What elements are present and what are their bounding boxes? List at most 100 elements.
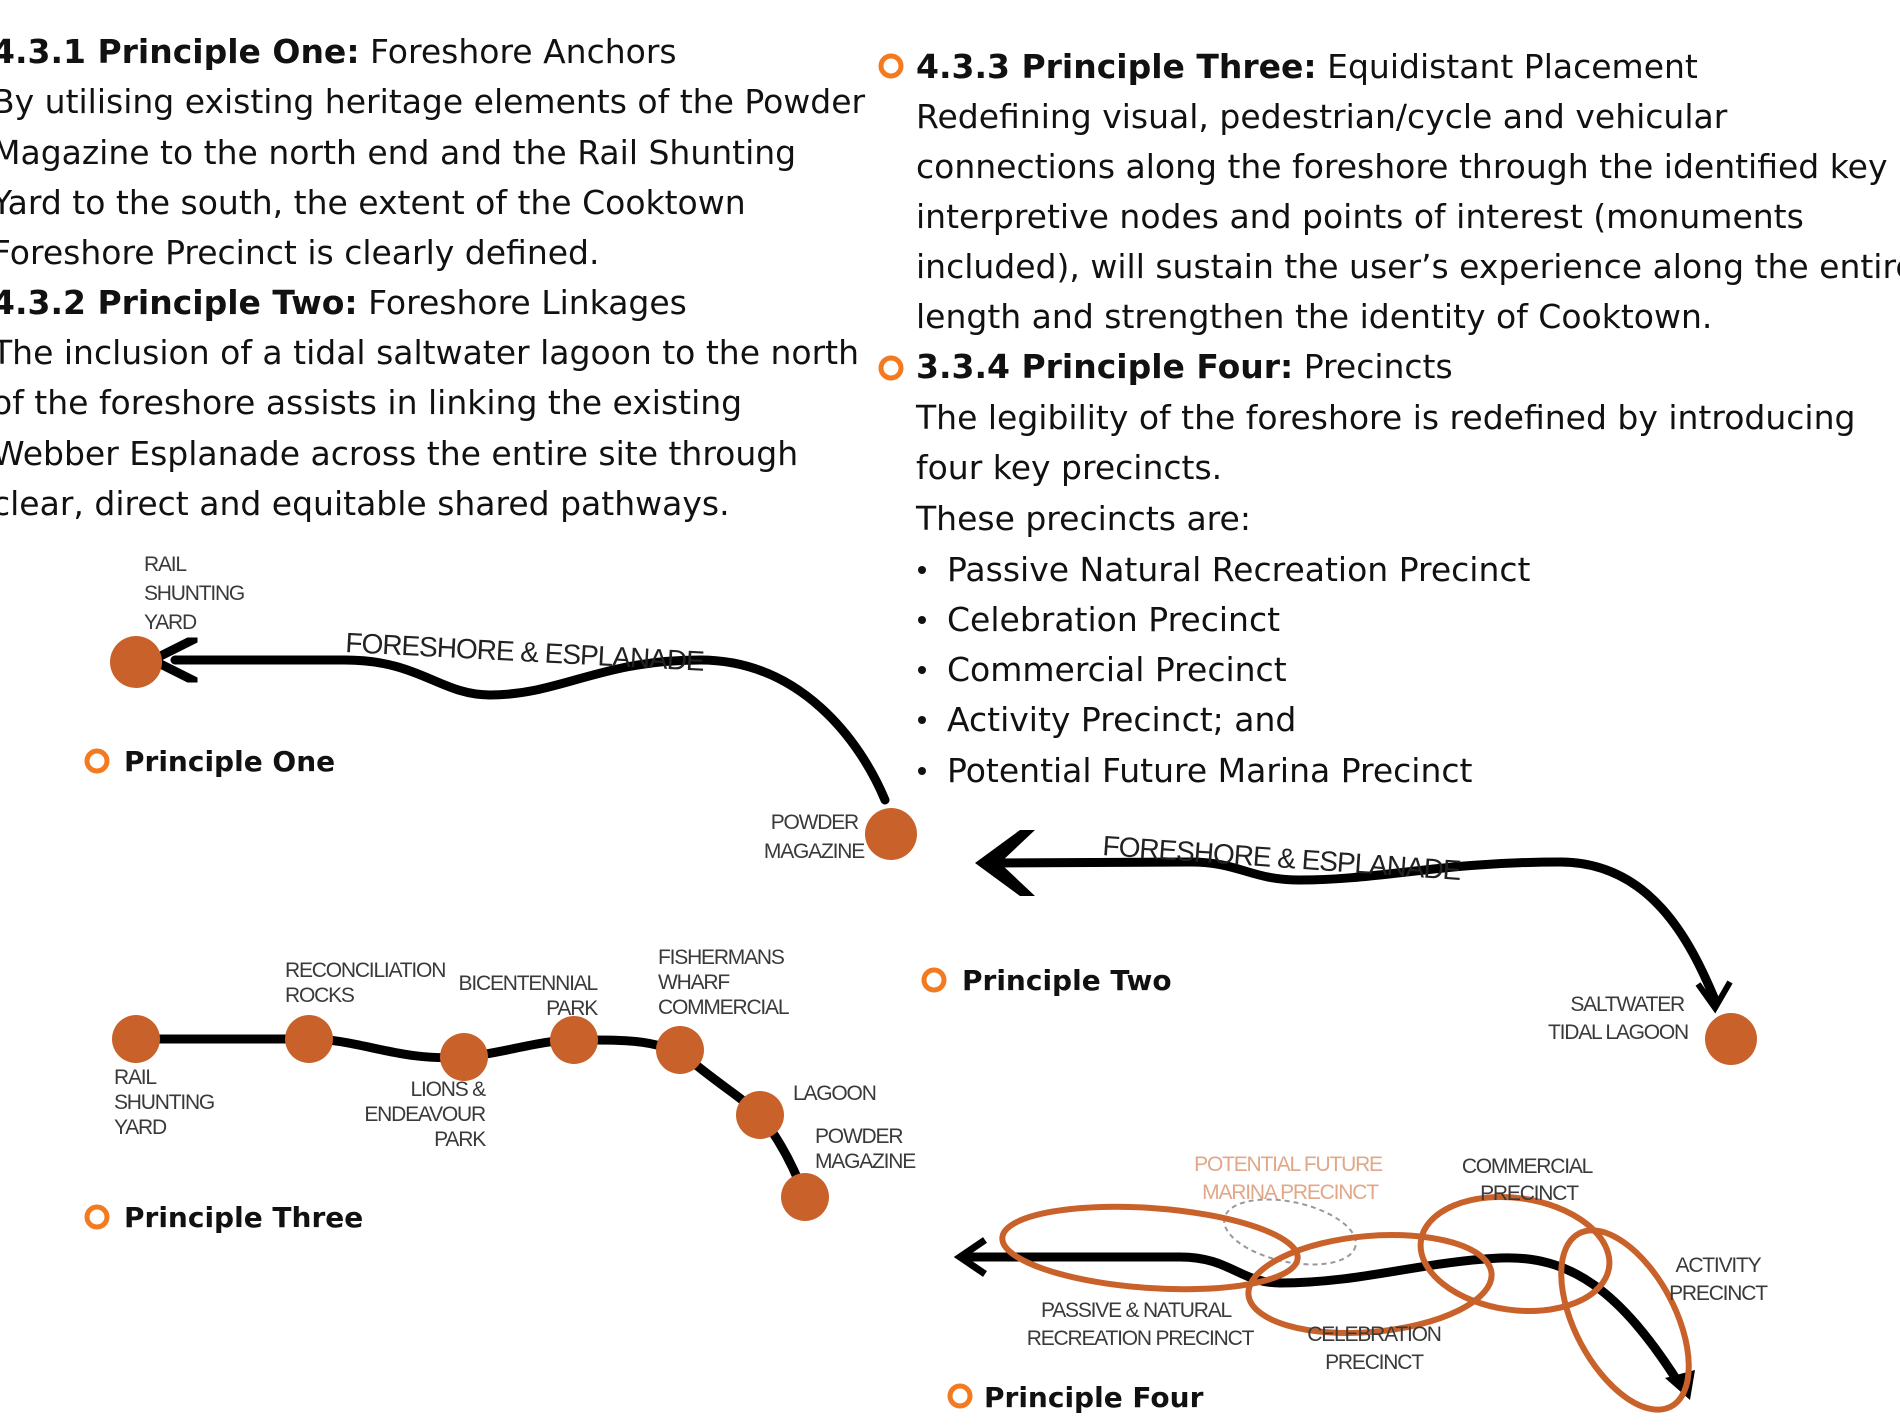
node-label: MAGAZINE [815,1150,916,1173]
bullet-icon [918,716,926,724]
list-item: Celebration Precinct [947,600,1280,639]
heading-title: Foreshore Anchors [360,32,677,71]
paragraph-line: Magazine to the north end and the Rail S… [0,133,796,172]
heading-title: Equidistant Placement [1317,47,1698,86]
route-line [985,857,1720,1005]
paragraph-line: included), will sustain the user’s exper… [916,247,1900,286]
node-label: MAGAZINE [764,840,865,863]
node-label: BICENTENNIAL [459,972,598,995]
precinct-list: Passive Natural Recreation Precinct Cele… [918,550,1531,790]
precinct-label-commercial: PRECINCT [1480,1182,1579,1205]
precinct-label-marina: MARINA PRECINCT [1202,1181,1379,1204]
diagram-caption: Principle Three [124,1201,363,1234]
paragraph-line: The inclusion of a tidal saltwater lagoo… [0,333,859,372]
heading-number: 3.3.4 Principle Four: [916,347,1293,386]
ring-bullet-icon [878,53,904,79]
paragraph-line: Yard to the south, the extent of the Coo… [0,183,746,222]
precinct-label-passive: RECREATION PRECINCT [1027,1327,1255,1350]
diagram-caption: Principle Four [984,1381,1204,1414]
list-item: Commercial Precinct [947,650,1287,689]
section-principle-three: 4.3.3 Principle Three: Equidistant Place… [878,47,1900,336]
bullet-icon [918,616,926,624]
paragraph-line: of the foreshore assists in linking the … [0,383,742,422]
ring-bullet-icon [84,1204,110,1230]
section-principle-one: 4.3.1 Principle One: Foreshore Anchors B… [0,32,866,272]
paragraph-line: connections along the foreshore through … [916,147,1888,186]
node-rail-shunting-yard [110,636,162,688]
node-label: PARK [546,997,598,1020]
heading-title: Precincts [1293,347,1452,386]
route-line [965,1252,1685,1390]
paragraph-line: By utilising existing heritage elements … [0,82,866,121]
heading-title: Foreshore Linkages [358,283,687,322]
node-label: FISHERMANS [658,946,785,969]
list-item: Potential Future Marina Precinct [947,751,1473,790]
node-label: LAGOON [793,1082,876,1105]
arrow-head-icon [1695,980,1733,1014]
ring-bullet-icon [84,748,110,774]
bullet-icon [918,566,926,574]
paragraph-line: interpretive nodes and points of interes… [916,197,1804,236]
route-arrow [175,660,890,805]
heading-principle-four: 3.3.4 Principle Four: Precincts [916,347,1453,386]
node-label: ROCKS [285,984,355,1007]
paragraph-line: Redefining visual, pedestrian/cycle and … [916,97,1728,136]
heading-principle-one: 4.3.1 Principle One: Foreshore Anchors [0,32,677,71]
node-fishermans-wharf [656,1026,704,1074]
node-label: POWDER [815,1125,903,1148]
precinct-label-celebration: CELEBRATION [1307,1323,1440,1346]
node-bicentennial-park [550,1016,598,1064]
ring-bullet-icon [878,355,904,381]
ring-bullet-icon [921,967,947,993]
precinct-passive-outline [999,1203,1301,1293]
node-reconciliation-rocks [285,1015,333,1063]
diagram-caption: Principle Two [962,964,1172,997]
paragraph-line: The legibility of the foreshore is redef… [915,398,1855,437]
precinct-label-activity: ACTIVITY [1676,1254,1762,1277]
precinct-label-commercial: COMMERCIAL [1462,1155,1593,1178]
ring-bullet-icon [947,1383,973,1409]
precinct-celebration-outline [1245,1232,1495,1336]
heading-principle-two: 4.3.2 Principle Two: Foreshore Linkages [0,283,687,322]
node-label: COMMERCIAL [658,996,789,1019]
node-label: YARD [114,1116,167,1139]
node-saltwater-tidal-lagoon [1705,1013,1757,1065]
node-label: SHUNTING [114,1091,214,1114]
diagram-principle-one: FORESHORE & ESPLANADE RAIL SHUNTING YARD… [84,553,917,863]
node-label: POWDER [771,811,859,834]
heading-number: 4.3.2 Principle Two: [0,283,358,322]
bullet-icon [918,666,926,674]
diagram-caption: Principle One [124,745,335,778]
node-label: RAIL [114,1066,156,1089]
node-label: PARK [434,1128,486,1151]
paragraph-line: Foreshore Precinct is clearly defined. [0,233,599,272]
heading-principle-three: 4.3.3 Principle Three: Equidistant Place… [916,47,1698,86]
list-item: Activity Precinct; and [947,700,1296,739]
precinct-commercial-outline [1417,1193,1613,1315]
heading-number: 4.3.1 Principle One: [0,32,360,71]
node-label: SALTWATER [1570,993,1685,1016]
paragraph-line: four key precincts. [916,448,1222,487]
heading-number: 4.3.3 Principle Three: [916,47,1317,86]
arrow-head-icon [975,830,1035,896]
node-label: ENDEAVOUR [364,1103,486,1126]
list-item: Passive Natural Recreation Precinct [947,550,1531,589]
precinct-label-passive: PASSIVE & NATURAL [1041,1299,1232,1322]
precinct-activity-outline [1558,1227,1692,1413]
paragraph-line: clear, direct and equitable shared pathw… [0,484,730,523]
node-powder-magazine [781,1173,829,1221]
diagram-principle-four: POTENTIAL FUTURE MARINA PRECINCT COMMERC… [947,1153,1769,1414]
section-principle-two: 4.3.2 Principle Two: Foreshore Linkages … [0,283,859,523]
diagram-principle-three: RAIL SHUNTING YARD RECONCILIATION ROCKS … [84,946,917,1234]
node-lions-endeavour-park [440,1033,488,1081]
node-label: RECONCILIATION [285,959,445,982]
node-label: TIDAL LAGOON [1548,1021,1688,1044]
node-powder-magazine [865,808,917,860]
precinct-label-activity: PRECINCT [1669,1282,1768,1305]
paragraph-line: Webber Esplanade across the entire site … [0,434,798,473]
node-label: YARD [144,611,197,634]
node-lagoon [736,1091,784,1139]
precinct-label-marina: POTENTIAL FUTURE [1194,1153,1383,1176]
node-label: LIONS & [411,1078,487,1101]
